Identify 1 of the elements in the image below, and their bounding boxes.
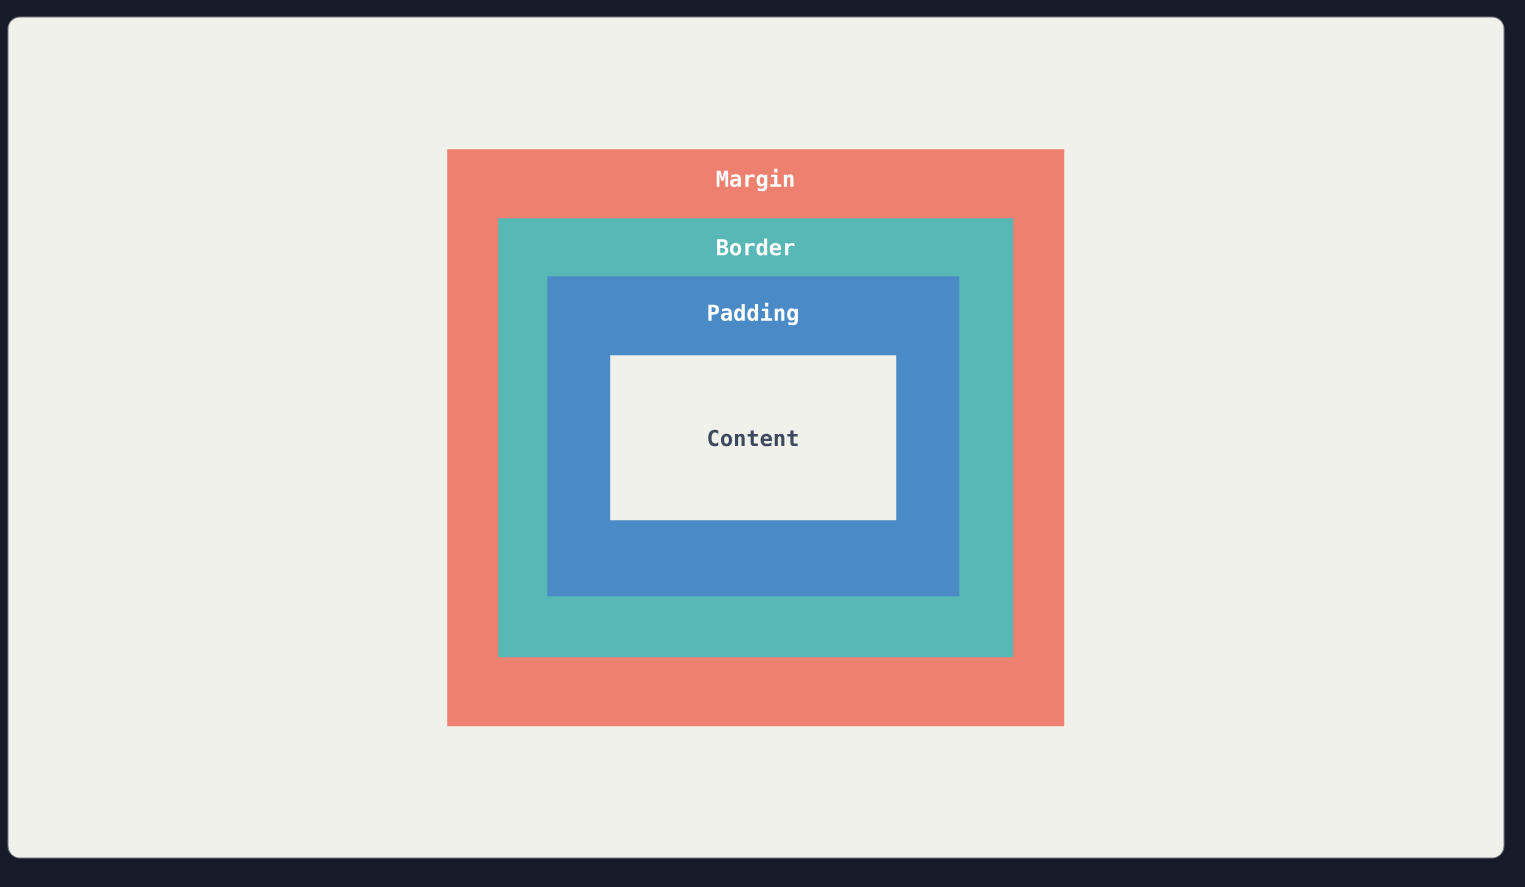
content-box: Content xyxy=(610,355,897,521)
